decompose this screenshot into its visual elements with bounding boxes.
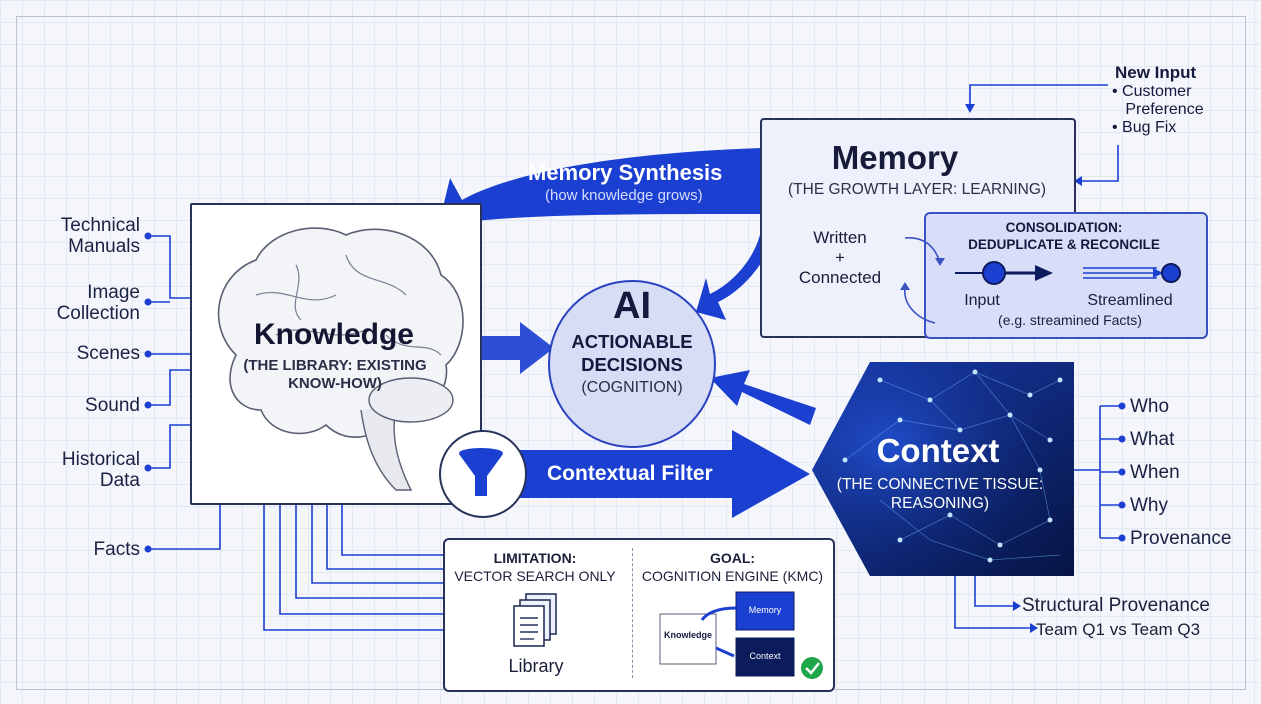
- memory-synthesis-arrow: [432, 148, 762, 258]
- consolidation-input-label: Input: [964, 292, 1000, 309]
- source-sound: Sound: [85, 395, 140, 416]
- memory-synthesis-subtitle: (how knowledge grows): [545, 187, 703, 204]
- mini-memory-label: Memory: [748, 605, 782, 615]
- source-image-collection: Image Collection: [56, 282, 140, 324]
- consolidation-flow: [900, 237, 1181, 324]
- memory-to-ai-arrow: [696, 225, 778, 320]
- new-input-item-bugfix: • Bug Fix: [1112, 119, 1177, 136]
- ai-title: AI: [613, 285, 651, 327]
- new-input-item-preference: • Customer Preference: [1112, 83, 1204, 118]
- source-facts: Facts: [93, 539, 140, 560]
- contextual-filter-arrow: [490, 430, 810, 518]
- context-subtitle: (THE CONNECTIVE TISSUE: REASONING): [836, 476, 1044, 512]
- new-input-title: New Input: [1115, 63, 1197, 82]
- context-to-ai-arrow: [710, 370, 816, 425]
- consolidation-streamlined-label: Streamlined: [1087, 292, 1173, 309]
- source-technical-manuals: Technical Manuals: [60, 215, 140, 257]
- source-scenes: Scenes: [76, 343, 140, 364]
- structural-provenance-label: Structural Provenance: [1022, 595, 1210, 616]
- contextual-filter-label: Contextual Filter: [547, 462, 713, 485]
- context-dim-when: When: [1130, 462, 1180, 483]
- memory-subtitle: (THE GROWTH LAYER: LEARNING): [788, 181, 1047, 198]
- consolidation-title: CONSOLIDATION: DEDUPLICATE & RECONCILE: [968, 220, 1160, 252]
- funnel-icon: [459, 448, 503, 496]
- goal-title: GOAL:: [709, 550, 756, 566]
- kmc-mini-diagram: [659, 591, 823, 679]
- context-dim-who: Who: [1130, 396, 1170, 417]
- limitation-subtitle: VECTOR SEARCH ONLY: [454, 568, 616, 584]
- context-title: Context: [876, 432, 1000, 469]
- team-compare-label: Team Q1 vs Team Q3: [1036, 620, 1201, 639]
- filter-badge: [439, 430, 527, 518]
- panel-divider: [632, 548, 633, 678]
- new-input-connector: [969, 84, 1119, 182]
- context-dim-provenance: Provenance: [1130, 528, 1232, 549]
- limitation-title: LIMITATION:: [493, 550, 577, 566]
- source-historical-data: Historical Data: [61, 449, 140, 491]
- consolidation-example: (e.g. streamined Facts): [998, 312, 1142, 328]
- ai-subtitle: ACTIONABLE DECISIONS: [571, 331, 693, 375]
- written-connected-label: Written + Connected: [798, 228, 882, 287]
- knowledge-to-ai-arrow: [430, 322, 554, 374]
- library-label: Library: [508, 656, 564, 676]
- context-bracket: [954, 405, 1122, 629]
- consolidation-panel: [924, 212, 1208, 339]
- network-nodes: [842, 369, 1063, 563]
- ai-core: [548, 280, 716, 448]
- context-dim-what: What: [1130, 429, 1175, 450]
- ai-note: (COGNITION): [581, 379, 683, 396]
- knowledge-title: Knowledge: [253, 318, 414, 351]
- goal-subtitle: COGNITION ENGINE (KMC): [641, 568, 824, 584]
- knowledge-subtitle: (THE LIBRARY: EXISTING KNOW-HOW): [243, 357, 427, 392]
- memory-synthesis-title: Memory Synthesis: [528, 160, 723, 185]
- library-document-icon: [513, 593, 557, 647]
- brain-icon: [217, 227, 464, 491]
- context-dim-why: Why: [1130, 495, 1168, 516]
- mini-knowledge-label: Knowledge: [663, 630, 712, 640]
- memory-title: Memory: [831, 139, 959, 176]
- mini-context-label: Context: [749, 651, 781, 661]
